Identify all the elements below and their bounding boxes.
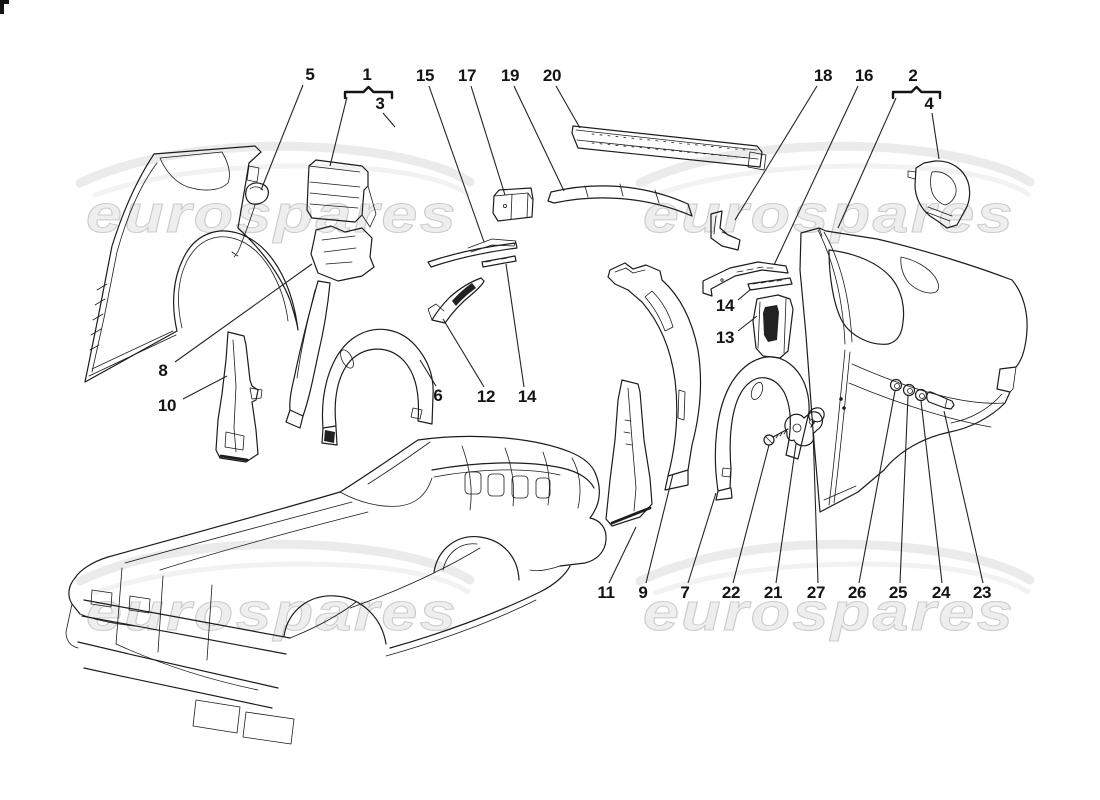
swoosh-graphic bbox=[75, 141, 475, 198]
group-bracket bbox=[891, 85, 942, 100]
leader-lines-layer bbox=[174, 84, 984, 584]
leader-line bbox=[732, 444, 770, 584]
leader-line bbox=[260, 84, 304, 191]
b-pillar-part10-drawing bbox=[215, 331, 263, 463]
leader-line bbox=[329, 96, 348, 167]
leader-line bbox=[182, 375, 228, 400]
part-drawings bbox=[0, 0, 1028, 745]
leader-line bbox=[773, 85, 859, 266]
pillar-part12-drawing bbox=[427, 277, 485, 324]
leader-line bbox=[734, 85, 818, 221]
watermark-layer: eurospares eurospares eurospares eurospa… bbox=[75, 141, 1035, 643]
strip-part15-drawing bbox=[427, 238, 518, 268]
watermark-top-right: eurospares bbox=[635, 141, 1035, 245]
bracket-part13-drawing bbox=[752, 294, 794, 359]
car-body-drawing bbox=[65, 435, 607, 745]
leader-line bbox=[442, 318, 485, 388]
scan-corner-artifact bbox=[0, 0, 9, 14]
leader-line bbox=[858, 390, 896, 584]
inner-wheelhouse-part7-drawing bbox=[714, 356, 810, 501]
inner-structure-part1-drawing bbox=[306, 159, 377, 228]
bracket-part16-drawing bbox=[702, 261, 789, 297]
leader-line bbox=[943, 410, 984, 584]
leader-line bbox=[382, 112, 396, 128]
right-quarter-panel-drawing bbox=[799, 227, 1028, 513]
swoosh-graphic bbox=[635, 539, 1035, 596]
inner-quarter-structure-part8-drawing bbox=[285, 225, 375, 429]
leader-line bbox=[775, 443, 797, 584]
leader-line bbox=[737, 288, 752, 301]
hook-part27-drawing bbox=[808, 407, 825, 428]
watermark-top-left: eurospares bbox=[75, 141, 475, 245]
leader-line bbox=[837, 97, 897, 229]
pillar-part11-drawing bbox=[605, 379, 653, 527]
leader-line bbox=[513, 85, 565, 192]
watermark-text: eurospares bbox=[643, 185, 1015, 244]
leader-line bbox=[505, 263, 525, 388]
screw-part22-drawing bbox=[763, 428, 789, 446]
bracket-part4-drawing bbox=[907, 160, 971, 229]
leader-line bbox=[428, 85, 485, 243]
leader-line bbox=[687, 492, 717, 584]
fuel-filler-cap-drawing bbox=[231, 182, 269, 258]
leader-line bbox=[645, 473, 674, 584]
watermark-text: eurospares bbox=[643, 583, 1015, 642]
fasteners-parts23-26-drawing bbox=[889, 378, 955, 410]
roof-rail-part20-drawing bbox=[571, 125, 767, 171]
leader-line bbox=[555, 85, 581, 129]
bracket-part18-drawing bbox=[710, 210, 741, 251]
leader-line bbox=[608, 526, 637, 584]
perforated-strip-part14-left-drawing bbox=[481, 255, 517, 268]
leader-line bbox=[737, 315, 758, 332]
watermark-text: eurospares bbox=[86, 185, 458, 244]
leader-line bbox=[920, 400, 943, 584]
pillar-part9-drawing bbox=[607, 262, 702, 491]
leader-line bbox=[419, 359, 437, 387]
left-quarter-panel-drawing bbox=[84, 145, 299, 383]
watermark-bottom-right: eurospares bbox=[635, 539, 1035, 643]
leader-line bbox=[931, 112, 940, 160]
curved-strip-part19-drawing bbox=[547, 183, 693, 217]
leader-line bbox=[174, 263, 313, 363]
swoosh-graphic bbox=[75, 539, 475, 596]
inner-wheelhouse-part6-drawing bbox=[321, 328, 434, 446]
leader-line bbox=[470, 85, 506, 196]
bracket-part17-drawing bbox=[492, 187, 534, 222]
perforated-strip-part14-right-drawing bbox=[747, 277, 793, 291]
watermark-text: eurospares bbox=[86, 583, 458, 642]
leader-line bbox=[812, 429, 819, 584]
group-bracket bbox=[343, 85, 394, 100]
leader-line bbox=[899, 395, 909, 584]
